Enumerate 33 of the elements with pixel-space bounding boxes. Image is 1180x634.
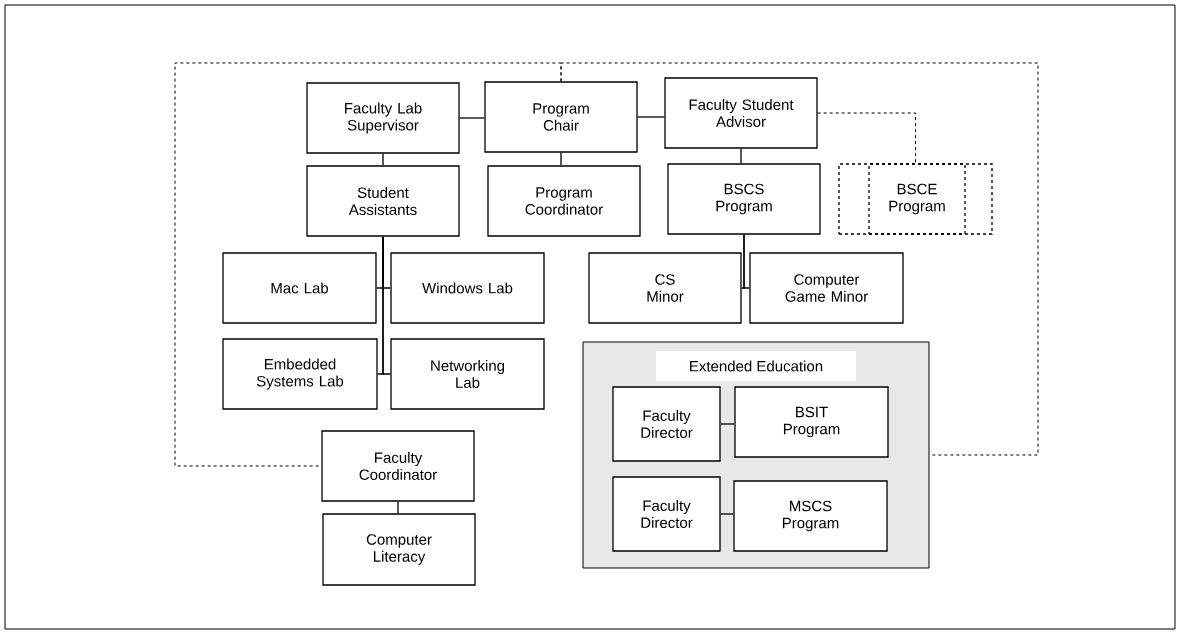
org-box: MSCS Program xyxy=(733,480,888,552)
connector-line xyxy=(382,236,391,375)
org-box: Faculty Lab Supervisor xyxy=(306,82,460,154)
org-box: Mac Lab xyxy=(222,252,377,324)
connector-line xyxy=(560,62,1039,456)
connector-line xyxy=(740,148,742,164)
org-box: BSIT Program xyxy=(734,386,889,458)
org-box: Student Assistants xyxy=(306,165,460,237)
connector-line xyxy=(560,152,562,166)
org-box: Faculty Coordinator xyxy=(321,430,475,502)
org-box: Faculty Student Advisor xyxy=(664,77,818,149)
connector-line xyxy=(397,501,399,514)
org-box: CS Minor xyxy=(588,252,742,324)
connector-line xyxy=(743,234,750,289)
dashed-box xyxy=(838,163,993,235)
org-box: Faculty Director xyxy=(612,476,721,552)
connector-line xyxy=(637,116,665,118)
org-box: Embedded Systems Lab xyxy=(222,338,378,410)
org-box: Computer Literacy xyxy=(322,513,476,586)
connector-line xyxy=(817,112,916,164)
org-box: Networking Lab xyxy=(390,338,545,410)
connector-line xyxy=(720,513,734,515)
org-box: BSCS Program xyxy=(667,163,821,235)
org-box: Program Coordinator xyxy=(487,165,641,237)
connector-line xyxy=(174,62,562,467)
connector-line xyxy=(382,153,384,166)
org-box: Computer Game Minor xyxy=(749,252,904,324)
connector-line xyxy=(720,423,735,425)
org-box: Program Chair xyxy=(484,81,638,153)
org-box: Faculty Director xyxy=(612,386,721,462)
connector-line xyxy=(459,117,485,119)
org-box: Windows Lab xyxy=(390,252,545,324)
dashed-box: BSCE Program xyxy=(868,163,966,235)
